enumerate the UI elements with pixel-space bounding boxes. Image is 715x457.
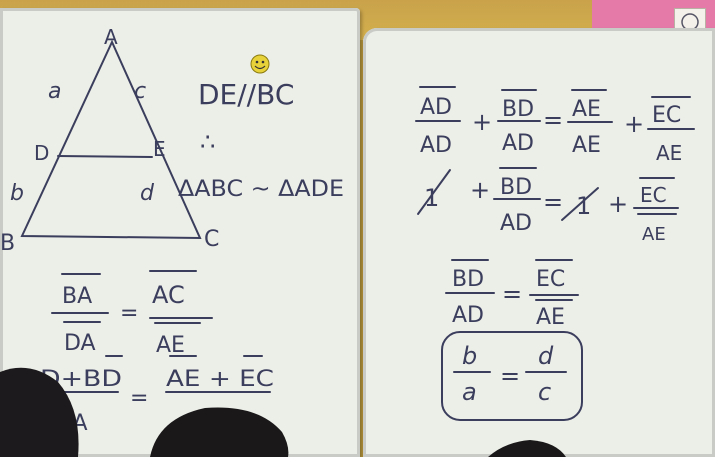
student-head-left — [0, 367, 79, 457]
line1-d2: AD — [502, 131, 534, 156]
strike-mark — [417, 169, 451, 215]
ratio1-num-right: AC — [152, 281, 185, 309]
triangle-abc — [20, 39, 202, 240]
line1-n2: BD — [502, 97, 534, 122]
side-label-a: a — [48, 79, 61, 104]
line1-plus2: + — [624, 110, 644, 138]
side-label-d: d — [140, 181, 155, 206]
left-whiteboard — [0, 8, 360, 457]
ratio1-den-left: DA — [64, 331, 96, 356]
parallel-statement: DE//BC — [198, 78, 294, 111]
line1-n1: AD — [420, 95, 452, 120]
side-label-b: b — [10, 181, 24, 206]
ratio1-num-left: BA — [62, 284, 92, 309]
smiley-icon — [250, 54, 270, 74]
line1-plus1: + — [472, 108, 492, 136]
line1-n3: AE — [572, 97, 601, 122]
line2-one-right: 1 — [576, 192, 591, 220]
right-whiteboard — [363, 28, 715, 457]
line2-plus2: + — [608, 190, 628, 218]
side-label-c: c — [134, 79, 146, 104]
vertex-a: A — [104, 25, 118, 49]
line3-d2: AE — [536, 305, 565, 330]
line1-n4: EC — [652, 103, 681, 128]
line2-d2: AE — [642, 224, 666, 245]
line2-one-left: 1 — [424, 184, 439, 212]
boxed-d1: a — [462, 378, 477, 406]
line3-eq: = — [502, 280, 522, 308]
boxed-n2: d — [538, 342, 554, 370]
ratio2-num-right: AE + EC — [166, 367, 274, 392]
vertex-d: D — [34, 141, 49, 165]
line2-d: AD — [500, 211, 532, 236]
vertex-e: E — [153, 137, 166, 161]
line2-plus1: + — [470, 176, 490, 204]
similarity-statement: ΔABC ~ ΔADE — [178, 177, 344, 202]
ratio2-eq: = — [130, 386, 148, 411]
line1-d4: AE — [656, 141, 682, 165]
line2-n: BD — [500, 175, 532, 200]
ratio1-eq: = — [120, 301, 138, 326]
segment-de — [57, 155, 153, 158]
line1-d3: AE — [572, 133, 601, 158]
vertex-b: B — [0, 231, 15, 256]
boxed-eq: = — [500, 362, 520, 390]
boxed-n1: b — [462, 342, 477, 370]
line3-d1: AD — [452, 303, 484, 328]
boxed-d2: c — [538, 378, 551, 406]
line2-n2: EC — [640, 183, 667, 207]
line3-n2: EC — [536, 267, 565, 292]
therefore-symbol: ∴ — [200, 128, 215, 156]
strike-mark — [561, 187, 599, 221]
student-head-center — [150, 407, 289, 457]
line1-d1: AD — [420, 133, 452, 158]
vertex-c: C — [204, 227, 219, 252]
line2-eq: = — [543, 188, 563, 216]
answer-box — [441, 331, 583, 421]
student-head-right — [488, 440, 566, 457]
ratio1-den-right: AE — [156, 333, 185, 358]
line1-eq: = — [543, 106, 563, 134]
line3-n1: BD — [452, 267, 484, 292]
